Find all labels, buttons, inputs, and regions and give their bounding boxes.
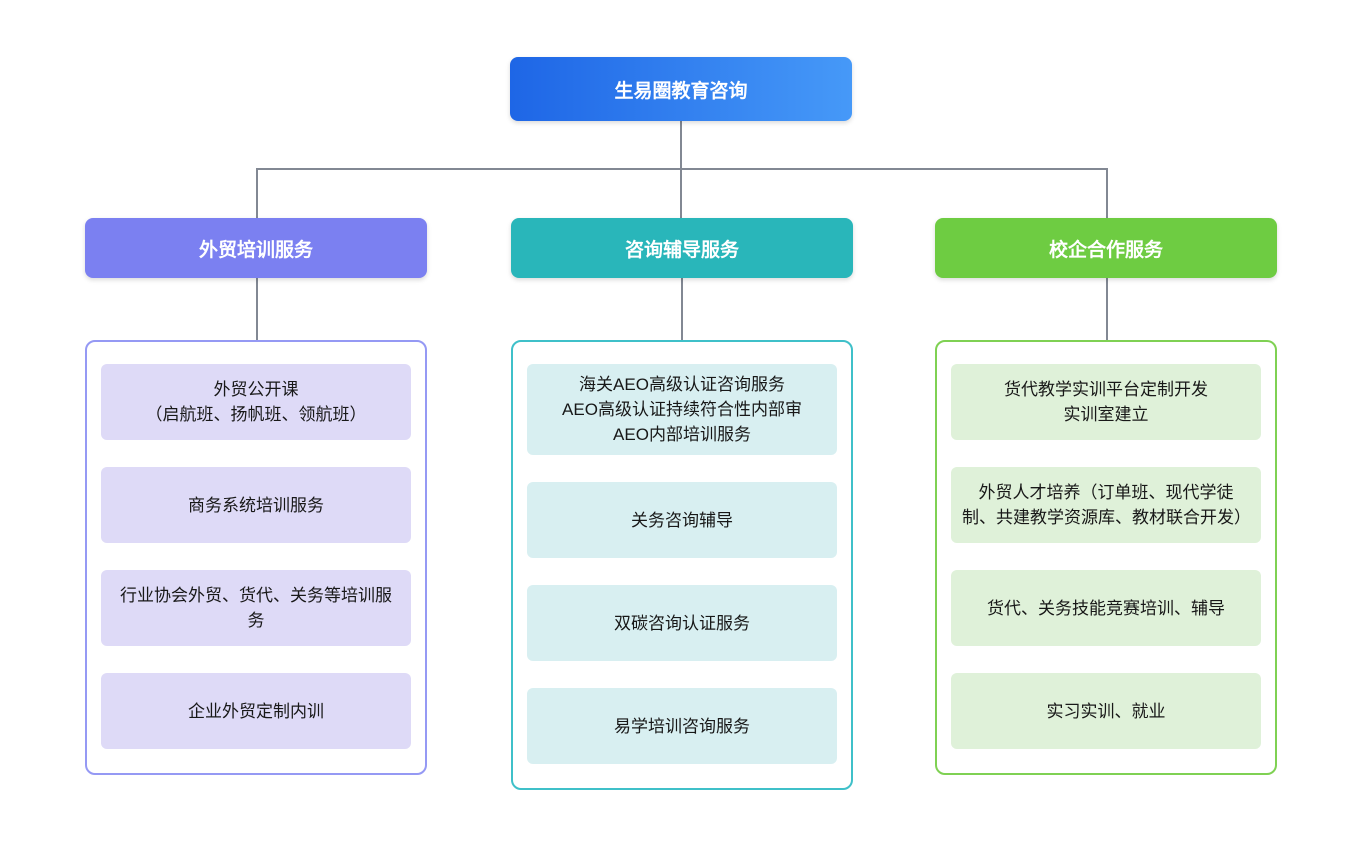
root-node: 生易圈教育咨询	[510, 57, 852, 121]
connector-root-stem	[680, 121, 682, 168]
service-item: 双碳咨询认证服务	[527, 585, 837, 661]
branch-header-foreign-trade-training: 外贸培训服务	[85, 218, 427, 278]
connector-header-panel-1	[256, 278, 258, 340]
connector-drop-branch-2	[680, 168, 682, 219]
connector-horizontal-bus	[256, 168, 1107, 170]
branch-header-label: 外贸培训服务	[198, 239, 313, 261]
connector-header-panel-2	[681, 278, 683, 340]
connector-drop-branch-1	[256, 168, 258, 219]
service-item: 货代、关务技能竞赛培训、辅导	[951, 570, 1261, 646]
branch-header-label: 校企合作服务	[1048, 239, 1163, 261]
connector-drop-branch-3	[1106, 168, 1108, 219]
service-item: 实习实训、就业	[951, 673, 1261, 749]
service-item: 关务咨询辅导	[527, 482, 837, 558]
connector-header-panel-3	[1106, 278, 1108, 340]
service-item: 外贸公开课 （启航班、扬帆班、领航班）	[101, 364, 411, 440]
service-item: 货代教学实训平台定制开发 实训室建立	[951, 364, 1261, 440]
root-node-label: 生易圈教育咨询	[614, 80, 748, 102]
branch-header-school-enterprise-cooperation: 校企合作服务	[935, 218, 1277, 278]
service-item: 易学培训咨询服务	[527, 688, 837, 764]
service-item: 企业外贸定制内训	[101, 673, 411, 749]
branch-header-consulting-coaching: 咨询辅导服务	[511, 218, 853, 278]
service-item: 商务系统培训服务	[101, 467, 411, 543]
service-item: 海关AEO高级认证咨询服务 AEO高级认证持续符合性内部审 AEO内部培训服务	[527, 364, 837, 455]
branch-panel-consulting-coaching: 海关AEO高级认证咨询服务 AEO高级认证持续符合性内部审 AEO内部培训服务 …	[511, 340, 853, 790]
branch-panel-foreign-trade-training: 外贸公开课 （启航班、扬帆班、领航班） 商务系统培训服务 行业协会外贸、货代、关…	[85, 340, 427, 775]
service-item: 行业协会外贸、货代、关务等培训服务	[101, 570, 411, 646]
branch-panel-school-enterprise-cooperation: 货代教学实训平台定制开发 实训室建立 外贸人才培养（订单班、现代学徒制、共建教学…	[935, 340, 1277, 775]
branch-header-label: 咨询辅导服务	[624, 239, 739, 261]
service-item: 外贸人才培养（订单班、现代学徒制、共建教学资源库、教材联合开发）	[951, 467, 1261, 543]
